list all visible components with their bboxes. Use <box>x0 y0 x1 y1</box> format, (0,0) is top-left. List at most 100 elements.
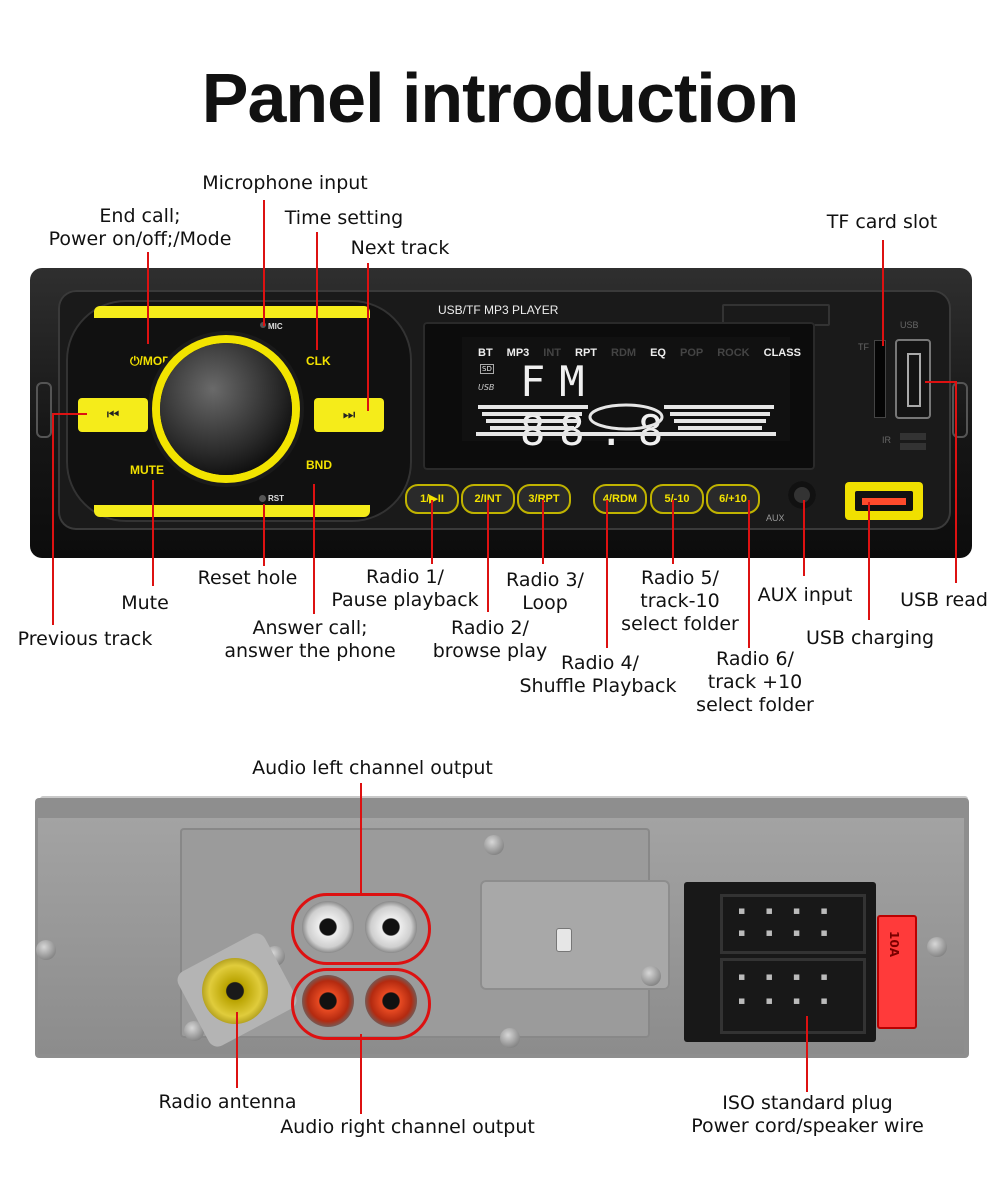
rca-left-2[interactable] <box>365 901 417 953</box>
label-radio6-3: select folder <box>696 694 814 716</box>
lcd-ind-int: INT <box>543 347 562 359</box>
lcd-sd: SD <box>480 364 494 374</box>
label-end-call-1: End call; <box>99 205 181 227</box>
rear-screw-top <box>484 835 504 855</box>
lcd-ind-class: CLASS <box>763 347 801 359</box>
mic-label: MIC <box>268 322 283 331</box>
lcd-ind-bt: BT <box>478 347 493 359</box>
preset-button-4[interactable]: 4/RDM <box>593 484 647 514</box>
top-light-bar <box>94 306 370 318</box>
previous-track-button[interactable]: ⏮ <box>78 398 148 432</box>
fuse-label: 10A <box>887 931 901 957</box>
bottom-light-bar <box>94 505 370 517</box>
label-radio5-2: track-10 <box>640 590 720 612</box>
label-radio3-1: Radio 3/ <box>506 569 584 591</box>
label-radio2-2: browse play <box>432 640 548 662</box>
ir-label: IR <box>882 435 891 445</box>
tf-label: TF <box>858 342 869 352</box>
lcd-ind-rpt: RPT <box>575 347 598 359</box>
label-radio1-1: Radio 1/ <box>366 566 444 588</box>
iso-pins-bottom-2: ▪▪▪▪ <box>738 994 848 1007</box>
bnd-button[interactable]: BND <box>306 458 332 472</box>
rca-right-2[interactable] <box>365 975 417 1027</box>
ir-window-1 <box>900 433 926 440</box>
right-clip <box>952 382 968 438</box>
label-previous-track: Previous track <box>17 628 153 650</box>
rear-screw-bottom-mid <box>500 1028 520 1048</box>
radio-antenna-jack[interactable] <box>202 958 268 1024</box>
label-radio1-2: Pause playback <box>331 589 479 611</box>
label-mute: Mute <box>121 592 169 614</box>
usb-port-tongue <box>907 353 921 407</box>
next-track-button[interactable]: ⏭ <box>314 398 384 432</box>
audio-left-callout <box>291 893 431 965</box>
label-radio3-2: Loop <box>522 592 568 614</box>
label-radio5-1: Radio 5/ <box>641 567 719 589</box>
volume-knob[interactable] <box>160 343 292 475</box>
usb-label: USB <box>900 320 919 330</box>
label-radio2-1: Radio 2/ <box>451 617 529 639</box>
page-title: Panel introduction <box>201 59 799 137</box>
label-audio-right: Audio right channel output <box>280 1116 535 1138</box>
label-radio4-1: Radio 4/ <box>561 652 639 674</box>
aux-label: AUX <box>766 513 785 523</box>
lcd-ind-rdm: RDM <box>611 347 637 359</box>
iso-pins-top: ▪▪▪▪ <box>738 904 848 917</box>
lcd-ind-pop: POP <box>680 347 704 359</box>
label-answer-call-1: Answer call; <box>252 617 368 639</box>
rear-screw-right <box>927 937 947 957</box>
label-next-track: Next track <box>350 237 450 259</box>
rca-left-1[interactable] <box>302 901 354 953</box>
label-answer-call-2: answer the phone <box>224 640 396 662</box>
rear-screw-left <box>36 940 56 960</box>
lcd-usb: USB <box>478 383 495 392</box>
iso-pins-bottom: ▪▪▪▪ <box>738 970 848 983</box>
lcd-ind-rock: ROCK <box>717 347 750 359</box>
label-radio-antenna: Radio antenna <box>158 1091 297 1113</box>
left-clip <box>36 382 52 438</box>
iso-block-bottom <box>720 958 866 1034</box>
lcd-ind-eq: EQ <box>650 347 666 359</box>
clk-button[interactable]: CLK <box>306 354 331 368</box>
label-radio6-1: Radio 6/ <box>716 648 794 670</box>
label-aux-input: AUX input <box>757 584 853 606</box>
label-radio6-2: track +10 <box>707 671 803 693</box>
rst-label: RST <box>268 494 284 503</box>
aux-jack[interactable] <box>788 481 816 509</box>
mute-button[interactable]: MUTE <box>130 463 164 477</box>
tf-card-slot[interactable] <box>874 340 886 418</box>
usb-charging-tongue <box>862 498 906 505</box>
iso-block-top <box>720 894 866 954</box>
usb-charging-port[interactable] <box>845 482 923 520</box>
preset-button-5[interactable]: 5/-10 <box>650 484 704 514</box>
rear-slot-clip <box>556 928 572 952</box>
label-reset-hole: Reset hole <box>197 567 298 589</box>
label-radio5-3: select folder <box>621 613 739 635</box>
usb-charging-socket <box>855 491 913 511</box>
reset-hole[interactable] <box>259 495 266 502</box>
fuse-holder: 10A <box>877 915 917 1029</box>
device-top-label: USB/TF MP3 PLAYER <box>438 303 559 317</box>
rca-right-1[interactable] <box>302 975 354 1027</box>
label-tf-card-slot: TF card slot <box>826 211 938 233</box>
label-iso-1: ISO standard plug <box>722 1092 893 1114</box>
mode-button[interactable]: ⏻/MOD <box>130 354 171 368</box>
preset-button-6[interactable]: 6/+10 <box>706 484 760 514</box>
ir-window-2 <box>900 443 926 450</box>
label-end-call-2: Power on/off;/Mode <box>48 228 232 250</box>
label-usb-read: USB read <box>900 589 988 611</box>
preset-button-3[interactable]: 3/RPT <box>517 484 571 514</box>
label-audio-left: Audio left channel output <box>252 757 493 779</box>
lcd-screen: BT MP3 INT RPT RDM EQ POP ROCK CLASS SD … <box>462 337 801 455</box>
lcd-ind-mp3: MP3 <box>506 347 530 359</box>
rear-screw-antenna-bottom <box>184 1021 204 1041</box>
iso-pins-top-2: ▪▪▪▪ <box>738 926 848 939</box>
lcd-indicators: BT MP3 INT RPT RDM EQ POP ROCK CLASS <box>478 347 801 359</box>
lcd-spectrum <box>476 403 776 436</box>
iso-connector[interactable]: ▪▪▪▪ ▪▪▪▪ ▪▪▪▪ ▪▪▪▪ <box>684 882 876 1042</box>
label-iso-2: Power cord/speaker wire <box>691 1115 924 1137</box>
usb-read-port[interactable] <box>895 339 931 419</box>
rear-screw-bracket <box>641 966 661 986</box>
rear-bracket <box>480 880 670 990</box>
label-microphone-input: Microphone input <box>202 172 368 194</box>
